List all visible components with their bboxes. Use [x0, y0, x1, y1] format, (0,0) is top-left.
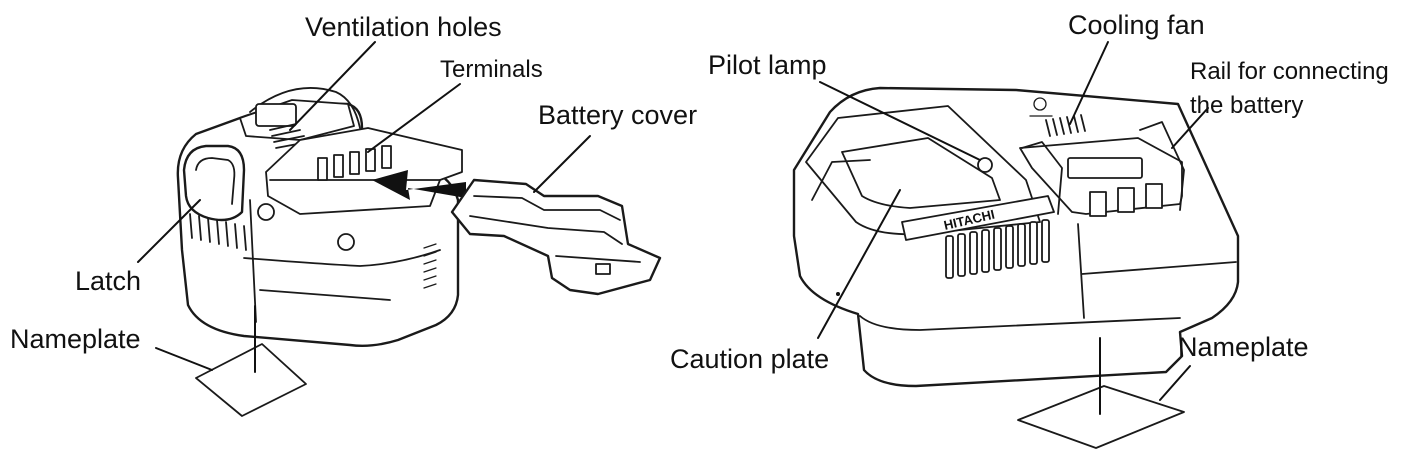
latch-icon — [182, 144, 246, 222]
terminals-icon — [317, 145, 392, 181]
battery-window — [255, 103, 297, 127]
label-battery-cover: Battery cover — [538, 100, 698, 130]
battery-cover-illustration — [450, 178, 662, 296]
label-terminals: Terminals — [440, 56, 543, 83]
battery-screw-right — [337, 233, 355, 251]
power-symbol-icon — [1029, 97, 1053, 117]
label-caution-plate: Caution plate — [670, 344, 830, 374]
charger-nameplate — [1017, 385, 1185, 449]
label-latch: Latch — [75, 266, 142, 296]
leader-caution-plate — [817, 189, 901, 339]
leader-cooling-fan — [1069, 41, 1109, 125]
cover-tab — [595, 263, 611, 275]
leader-latch — [137, 199, 201, 263]
battery-dome — [249, 87, 361, 129]
battery-terminal-plate — [265, 127, 463, 215]
battery-front-grille — [189, 213, 247, 251]
leader-rail — [1171, 107, 1209, 149]
cooling-fan-icon — [1045, 114, 1086, 137]
label-battery-nameplate: Nameplate — [10, 324, 141, 354]
leader-battery-nameplate — [155, 347, 213, 371]
leader-battery-cover — [533, 135, 591, 193]
battery-illustration — [176, 87, 662, 417]
battery-nameplate — [195, 343, 307, 417]
label-pilot-lamp: Pilot lamp — [708, 50, 827, 80]
charger-body — [792, 86, 1240, 388]
pilot-lamp-icon — [977, 157, 993, 173]
label-ventilation-holes: Ventilation holes — [305, 12, 502, 42]
leader-ventilation-holes — [289, 41, 376, 131]
charger-side-screw — [836, 292, 840, 296]
insertion-arrow-icon — [372, 170, 466, 200]
leader-charger-nameplate — [1159, 365, 1191, 401]
leader-pilot-lamp — [819, 81, 981, 161]
label-rail-line1: Rail for connecting — [1190, 58, 1389, 85]
label-charger-nameplate: Nameplate — [1178, 332, 1309, 362]
charger-front-top — [805, 105, 1041, 236]
label-cooling-fan: Cooling fan — [1068, 10, 1205, 40]
charger-front-grille — [945, 219, 1050, 279]
charger-terminal-slots — [1067, 157, 1163, 217]
leader-terminals — [367, 83, 461, 153]
charger-illustration: HITACHI — [792, 86, 1240, 449]
battery-screw-left — [257, 203, 275, 221]
logo-band — [901, 195, 1055, 241]
label-rail-line2: the battery — [1190, 92, 1304, 119]
